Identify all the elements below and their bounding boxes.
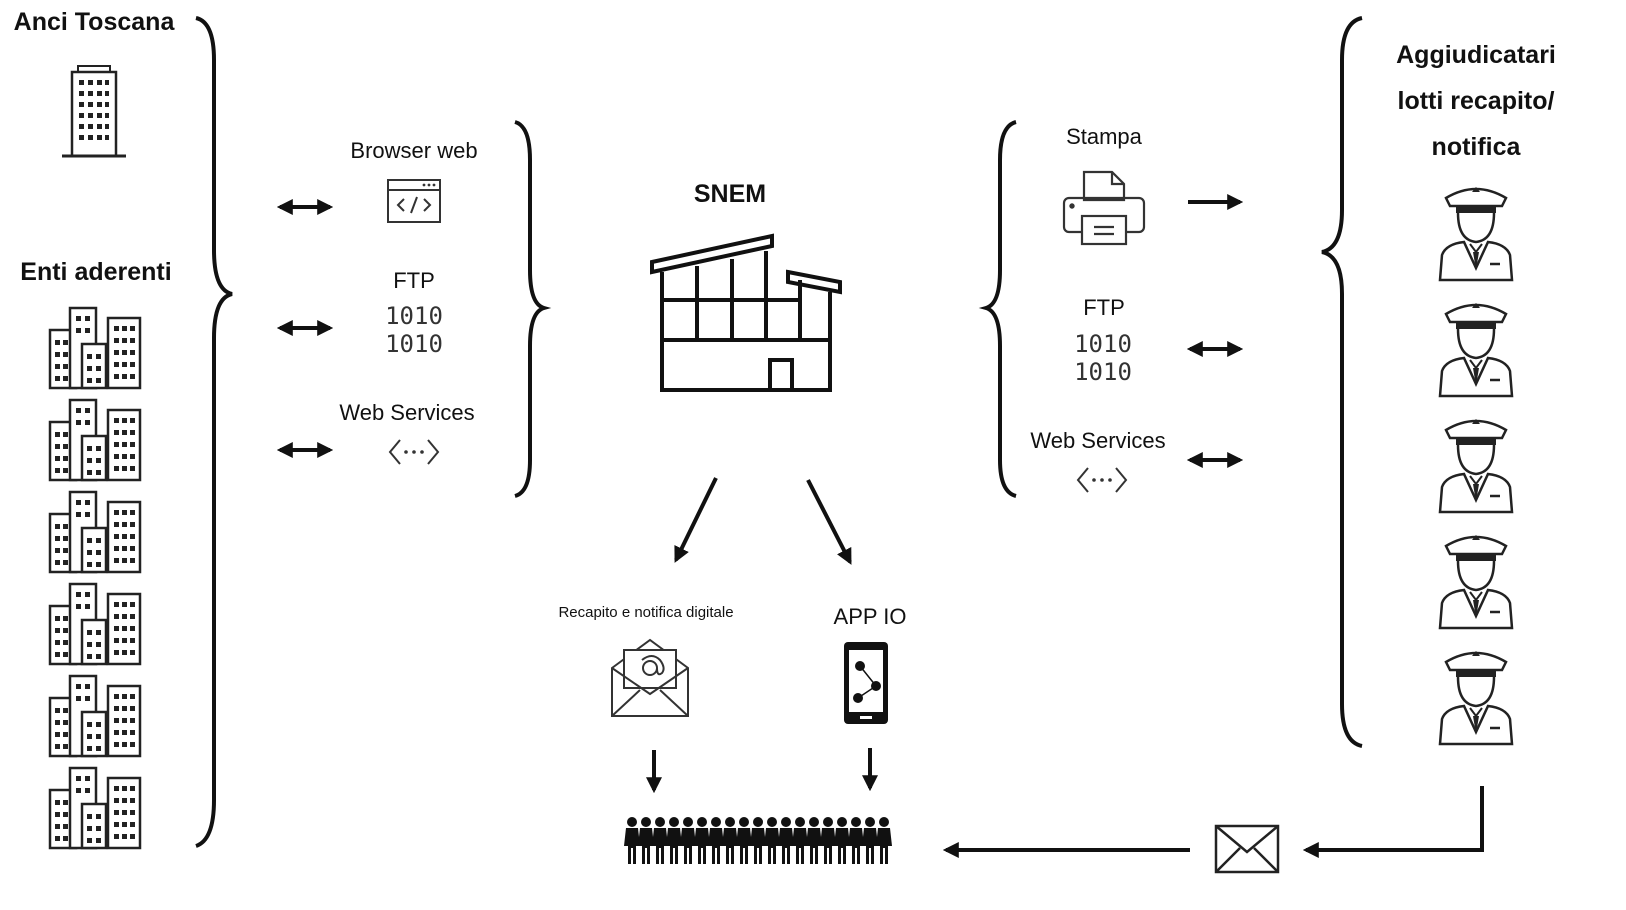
anci-building-icon	[60, 64, 128, 158]
right-brace	[1321, 16, 1363, 748]
web-services-in-icon	[388, 439, 440, 465]
channels-in-brace	[514, 120, 552, 498]
enti-city-icon	[48, 306, 142, 390]
web-services-out-icon	[1076, 467, 1128, 493]
courier-icon	[1438, 417, 1514, 514]
ftp-in-bits-icon: 1010 1010	[385, 302, 443, 358]
snem-title: SNEM	[693, 180, 767, 208]
aggiudicatari-title: Aggiudicatari lotti recapito/ notifica	[1396, 41, 1556, 161]
browser-window-icon	[387, 179, 441, 223]
app-io-phone-icon	[844, 642, 888, 724]
enti-city-icon	[48, 674, 142, 758]
enti-aderenti-title: Enti aderenti	[20, 258, 172, 286]
courier-icon	[1438, 533, 1514, 630]
browser-web-label: Browser web	[350, 138, 478, 163]
enti-city-icon	[48, 582, 142, 666]
stampa-label: Stampa	[1066, 124, 1142, 149]
printer-icon	[1062, 170, 1146, 246]
citizens-crowd-icon	[624, 817, 892, 864]
snem-to-app-arrow	[806, 479, 852, 565]
channels-out-brace	[978, 120, 1017, 498]
enti-city-icon	[48, 490, 142, 574]
snem-to-digital-arrow	[674, 477, 718, 563]
snem-factory-icon	[650, 233, 842, 392]
email-envelope-icon	[611, 638, 689, 717]
app-io-label: APP IO	[833, 604, 907, 629]
courier-return-line	[1302, 786, 1484, 858]
digital-delivery-label: Recapito e notifica digitale	[558, 604, 734, 621]
web-services-in-label: Web Services	[339, 400, 475, 425]
web-services-out-label: Web Services	[1030, 428, 1166, 453]
left-brace	[195, 16, 233, 848]
enti-city-icon	[48, 398, 142, 482]
ftp-out-label: FTP	[1083, 295, 1125, 320]
anci-toscana-title: Anci Toscana	[13, 8, 175, 36]
ftp-out-bits-icon: 1010 1010	[1074, 330, 1132, 386]
courier-icon	[1438, 301, 1514, 398]
courier-icon	[1438, 185, 1514, 282]
courier-icon	[1438, 649, 1514, 746]
mail-envelope-icon	[1214, 824, 1280, 874]
ftp-in-label: FTP	[393, 268, 435, 293]
enti-city-icon	[48, 766, 142, 850]
